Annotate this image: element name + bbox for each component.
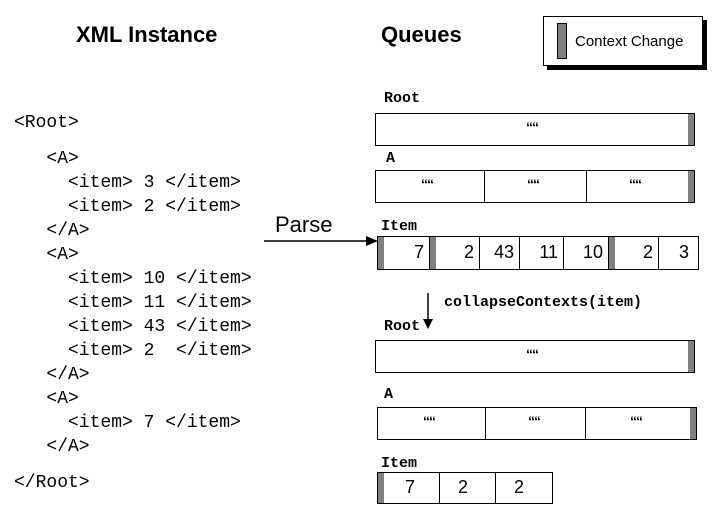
xml-line: <A> <box>14 389 79 409</box>
a-queue-label: A <box>386 150 396 167</box>
item-value: 7 <box>413 242 424 262</box>
item-queue-collapsed: 7 2 2 <box>377 472 553 504</box>
queue-cell: 2 <box>436 237 480 269</box>
item-value: 7 <box>405 477 416 497</box>
xml-line: </Root> <box>14 473 90 493</box>
queue-cell: 7 <box>384 237 430 269</box>
queues-title: Queues <box>381 22 462 47</box>
context-change-marker <box>690 408 696 439</box>
item-queue-label: Item <box>381 218 418 235</box>
queue-cell: ““ <box>376 114 687 145</box>
a-queue: ““ ““ ““ <box>375 170 695 203</box>
empty-value: ““ <box>421 176 434 192</box>
queue-cell: ““ <box>378 408 486 439</box>
xml-line: <item> 2 </item> <box>14 197 241 217</box>
empty-value: ““ <box>526 346 539 362</box>
item-value: 2 <box>642 242 653 262</box>
empty-value: ““ <box>629 176 642 192</box>
xml-line: </A> <box>14 221 90 241</box>
xml-instance-title: XML Instance <box>76 22 218 47</box>
xml-line: <item> 11 </item> <box>14 293 252 313</box>
item-queue: 7 2 43 11 10 2 3 <box>377 236 699 270</box>
empty-value: ““ <box>526 119 539 135</box>
item-value: 3 <box>678 242 689 262</box>
queue-cell: ““ <box>486 408 586 439</box>
xml-line: <Root> <box>14 113 79 133</box>
item-value: 10 <box>582 242 603 262</box>
xml-line: <item> 2 </item> <box>14 341 252 361</box>
parse-arrow <box>264 236 378 246</box>
root-queue: ““ <box>375 113 695 146</box>
xml-line: <item> 7 </item> <box>14 413 241 433</box>
queue-cell: 2 <box>440 473 496 503</box>
xml-line: <A> <box>14 245 79 265</box>
xml-line: <A> <box>14 149 79 169</box>
queue-cell: ““ <box>376 341 687 372</box>
xml-line: </A> <box>14 437 90 457</box>
legend-label: Context Change <box>575 33 684 50</box>
item-value: 2 <box>463 242 474 262</box>
root-queue-label: Root <box>384 90 421 107</box>
xml-line: <item> 3 </item> <box>14 173 241 193</box>
xml-line: <item> 10 </item> <box>14 269 252 289</box>
collapse-contexts-label: collapseContexts(item) <box>444 294 643 311</box>
context-change-marker <box>688 114 694 145</box>
item-value: 11 <box>539 242 558 262</box>
queue-cell: 11 <box>520 237 564 269</box>
queue-cell: ““ <box>376 171 485 202</box>
xml-line: <item> 43 </item> <box>14 317 252 337</box>
item-queue-label: Item <box>381 455 418 472</box>
item-value: 43 <box>493 242 514 262</box>
a-queue-collapsed: ““ ““ ““ <box>377 407 697 440</box>
item-value: 2 <box>458 477 469 497</box>
context-change-swatch <box>557 23 567 59</box>
item-value: 2 <box>514 477 525 497</box>
legend: Context Change <box>543 16 703 66</box>
xml-line: </A> <box>14 365 90 385</box>
context-change-marker <box>688 171 694 202</box>
queue-cell: ““ <box>485 171 587 202</box>
queue-cell: 2 <box>615 237 659 269</box>
context-change-marker <box>609 237 615 269</box>
context-change-marker <box>430 237 436 269</box>
collapse-arrow <box>423 293 433 329</box>
context-change-marker <box>378 237 384 269</box>
empty-value: ““ <box>528 413 541 429</box>
empty-value: ““ <box>423 413 436 429</box>
queue-cell: 7 <box>384 473 440 503</box>
queue-cell: ““ <box>586 408 689 439</box>
queue-cell: 43 <box>480 237 520 269</box>
root-queue-collapsed: ““ <box>375 340 695 373</box>
context-change-marker <box>378 473 384 503</box>
queue-cell: 10 <box>564 237 609 269</box>
context-change-marker <box>688 341 694 372</box>
a-queue-label: A <box>384 386 394 403</box>
root-queue-label: Root <box>384 318 421 335</box>
queue-cell: 3 <box>659 237 697 269</box>
empty-value: ““ <box>630 413 643 429</box>
queue-cell: ““ <box>587 171 687 202</box>
empty-value: ““ <box>527 176 540 192</box>
parse-label: Parse <box>275 212 333 237</box>
queue-cell: 2 <box>496 473 551 503</box>
